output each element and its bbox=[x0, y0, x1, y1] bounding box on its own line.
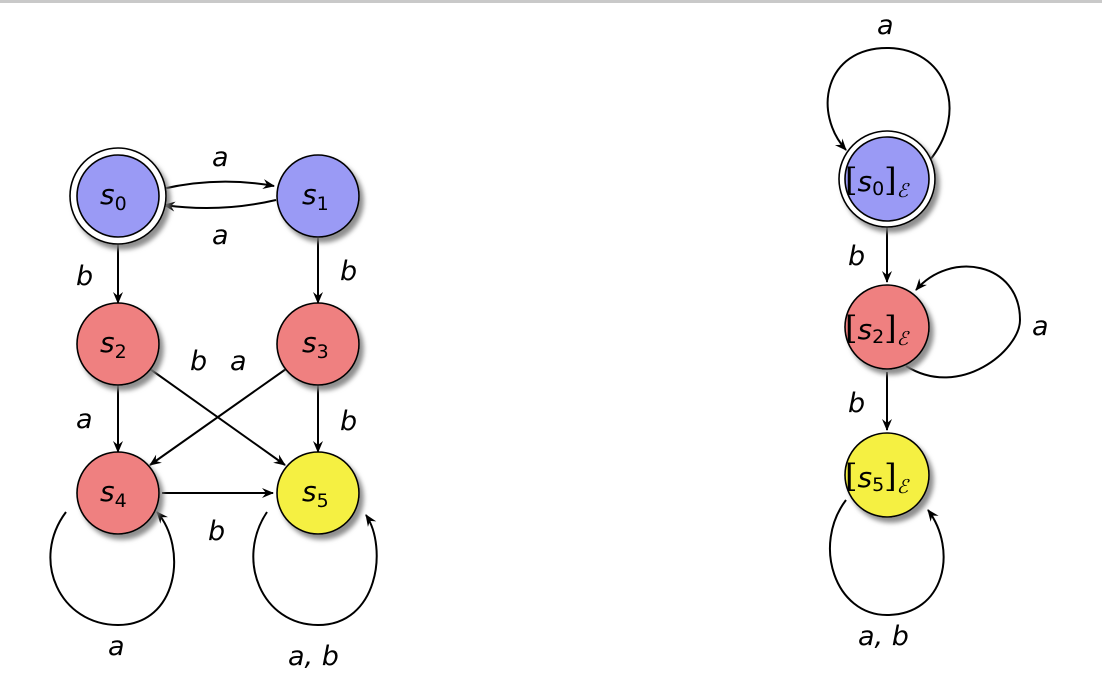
state-q0-label: [s0]ℰ bbox=[845, 161, 911, 202]
label-s0-s1: a bbox=[212, 142, 229, 173]
label-s0-s2: b bbox=[76, 261, 93, 292]
state-s4: s4 bbox=[76, 451, 160, 535]
edge-q2-q2-loop bbox=[905, 265, 1022, 379]
state-q5: [s5]ℰ bbox=[844, 432, 930, 518]
label-s3-s5: b bbox=[340, 406, 357, 437]
edge-s1-s0 bbox=[163, 199, 277, 212]
label-s5-s5-loop: a, b bbox=[288, 641, 339, 672]
edge-q5-q5-loop bbox=[829, 499, 945, 617]
state-s2-circle bbox=[76, 302, 160, 386]
right-automaton: a b a b a, b [s0]ℰ [s2]ℰ [s5]ℰ bbox=[826, 10, 1049, 652]
state-q2-label: [s2]ℰ bbox=[845, 309, 911, 350]
right-edge-labels: a b a b a, b bbox=[848, 10, 1049, 652]
left-edge-labels: a a b b a b a b b a a, b bbox=[76, 142, 357, 672]
state-s5-label: s5 bbox=[302, 475, 329, 512]
state-q5-label: [s5]ℰ bbox=[845, 457, 911, 498]
state-s5: s5 bbox=[276, 451, 360, 535]
label-q5-q5-loop: a, b bbox=[858, 621, 909, 652]
state-s3-circle bbox=[276, 302, 360, 386]
edge-s5-s5-loop bbox=[252, 511, 378, 627]
state-q2-circle bbox=[844, 284, 930, 370]
state-s2: s2 bbox=[76, 302, 160, 386]
right-edges bbox=[826, 46, 1022, 617]
edge-s4-s4-loop bbox=[49, 511, 176, 627]
state-s5-circle bbox=[276, 451, 360, 535]
state-s2-label: s2 bbox=[100, 326, 127, 363]
state-s1-circle bbox=[276, 154, 360, 238]
label-q2-q2-loop: a bbox=[1032, 311, 1049, 342]
label-q0-q0-loop: a bbox=[877, 10, 894, 41]
edge-s0-s1 bbox=[161, 179, 275, 190]
state-s0: s0 bbox=[69, 147, 167, 245]
state-s4-label: s4 bbox=[100, 475, 127, 512]
state-s0-label: s0 bbox=[100, 178, 127, 215]
left-automaton: a a b b a b a b b a a, b s0 s1 s2 s bbox=[49, 142, 378, 672]
state-q0: [s0]ℰ bbox=[838, 130, 936, 228]
label-s3-s4: a bbox=[230, 346, 247, 377]
state-s1: s1 bbox=[276, 154, 360, 238]
label-s1-s3: b bbox=[340, 256, 357, 287]
state-q5-circle bbox=[844, 432, 930, 518]
label-q2-q5: b bbox=[848, 388, 865, 419]
state-s4-circle bbox=[76, 451, 160, 535]
state-q0-circle bbox=[844, 136, 930, 222]
state-s3-label: s3 bbox=[302, 326, 329, 363]
label-s1-s0: a bbox=[212, 220, 229, 251]
edge-q0-q0-loop bbox=[826, 46, 951, 161]
state-q2: [s2]ℰ bbox=[844, 284, 930, 370]
left-edges bbox=[49, 179, 378, 627]
label-s4-s5: b bbox=[208, 516, 225, 547]
label-s2-s4: a bbox=[76, 404, 93, 435]
state-s0-circle bbox=[76, 154, 160, 238]
top-border bbox=[0, 0, 1102, 3]
label-s2-s5: b bbox=[190, 346, 207, 377]
state-s3: s3 bbox=[276, 302, 360, 386]
label-q0-q2: b bbox=[848, 241, 865, 272]
edge-s3-s4 bbox=[149, 368, 287, 466]
label-s4-s4-loop: a bbox=[108, 631, 125, 662]
state-s1-label: s1 bbox=[302, 178, 329, 215]
